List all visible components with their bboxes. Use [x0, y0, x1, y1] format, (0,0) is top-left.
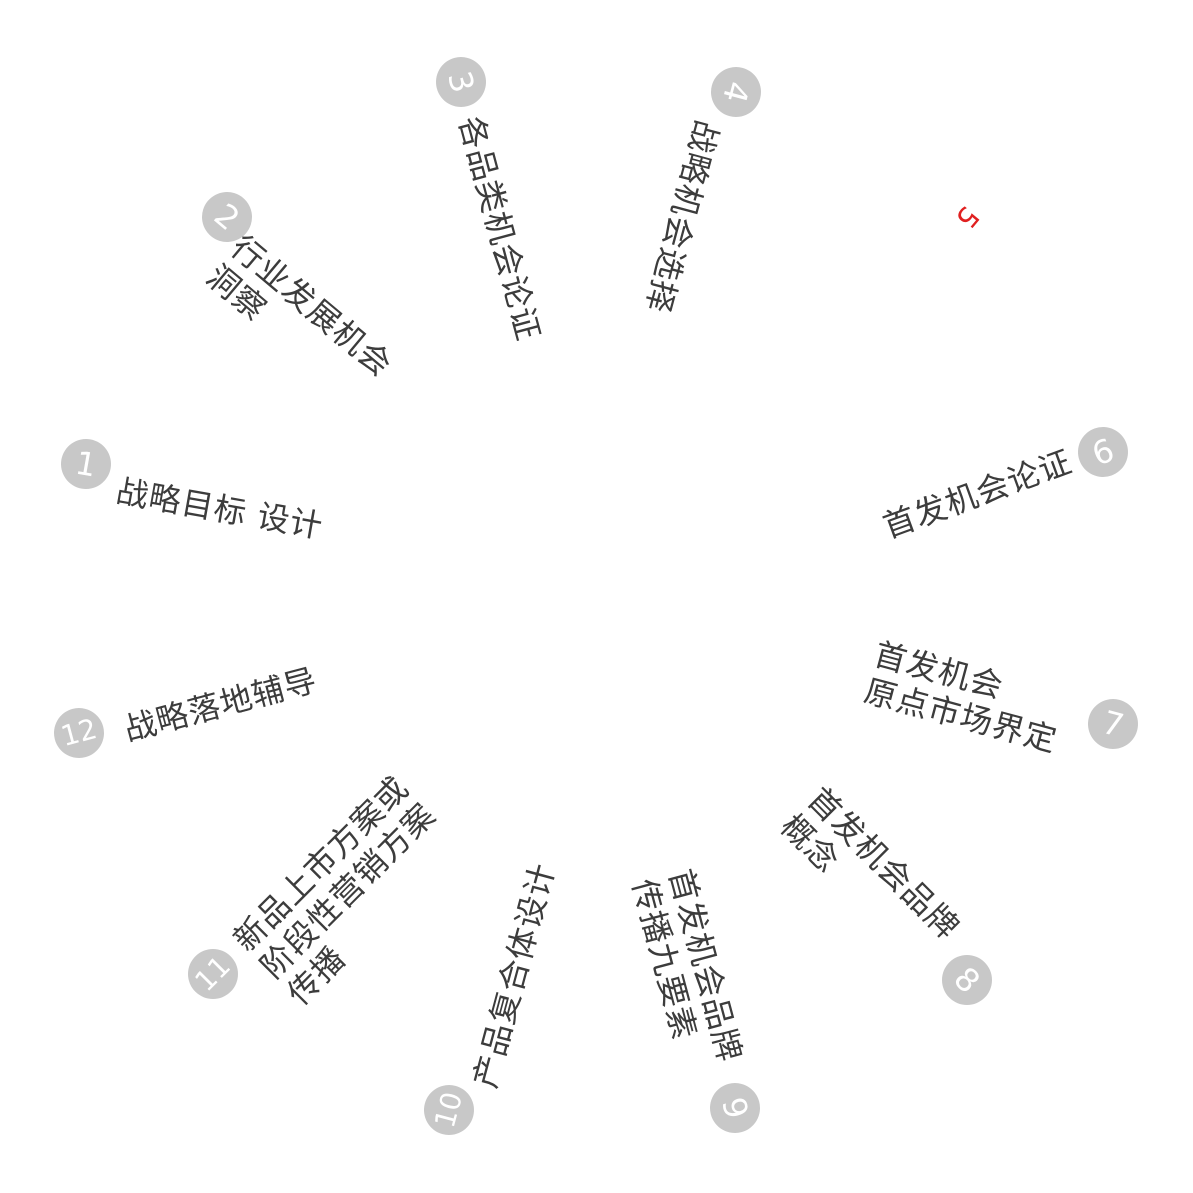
step-10-badge: 10	[418, 1079, 480, 1141]
step-10-label: 产品复合体设计	[466, 859, 562, 1092]
step-4-line-1: 战略机会选择	[638, 116, 726, 318]
step-11-label: 新品上市方案或 阶段性营销方案 传播	[226, 769, 470, 1013]
step-1-badge: 1	[57, 435, 115, 493]
step-5-active-number: 5	[948, 199, 986, 235]
step-6-label: 首发机会论证	[878, 442, 1077, 545]
step-6-line-1: 首发机会论证	[878, 442, 1078, 546]
step-3-badge: 3	[430, 51, 492, 113]
step-11-badge: 11	[177, 938, 249, 1010]
step-8-label: 首发机会品牌 概念	[773, 780, 967, 974]
step-8-badge: 8	[931, 944, 1003, 1016]
step-3-label: 各品类机会论证	[451, 112, 547, 345]
step-1-label: 战略目标 设计	[113, 472, 326, 546]
step-7-label: 首发机会 原点市场界定	[860, 635, 1071, 760]
step-2-label: 行业发展机会 洞察	[199, 228, 400, 414]
step-4-badge: 4	[705, 61, 767, 123]
step-12-label: 战略落地辅导	[120, 661, 321, 749]
step-9-label: 首发机会品牌 传播九要素	[625, 865, 750, 1076]
step-9-badge: 9	[704, 1077, 766, 1139]
step-1-line-1: 战略目标 设计	[113, 472, 327, 546]
step-7-badge: 7	[1082, 693, 1144, 755]
step-3-line-1: 各品类机会论证	[451, 112, 548, 345]
step-6-badge: 6	[1070, 419, 1136, 485]
step-12-line-1: 战略落地辅导	[120, 660, 322, 749]
step-4-label: 战略机会选择	[638, 116, 726, 317]
step-12-badge: 12	[48, 702, 110, 764]
step-10-line-1: 产品复合体设计	[466, 858, 563, 1092]
